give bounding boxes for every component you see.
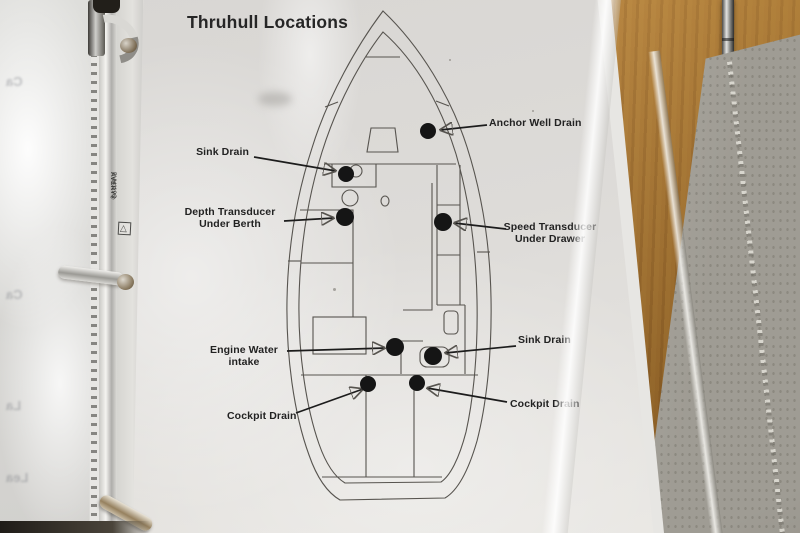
cockpit-drain-starboard-dot	[409, 375, 425, 391]
toilet	[341, 189, 359, 207]
anchor-well-drain-dot	[420, 123, 436, 139]
page-title: Thruhull Locations	[187, 12, 349, 32]
port-settee	[300, 209, 354, 317]
engine-water-intake-arrow	[286, 348, 385, 351]
sleeve-stitch-line	[91, 0, 97, 533]
anchor-well-drain-label: Anchor Well Drain	[489, 117, 582, 129]
sink-drain-aft-dot	[424, 347, 442, 365]
sleeve-binding-strip	[99, 0, 117, 533]
depth-transducer-arrow	[283, 218, 334, 221]
cabin-trunk-edge	[403, 183, 433, 311]
deck-tick	[324, 101, 339, 108]
engine-water-intake-dot	[386, 338, 404, 356]
hull-outline	[286, 10, 492, 501]
small-fitting	[380, 195, 390, 207]
speed-transducer-label: Speed Transducer Under Drawer	[503, 221, 597, 246]
paper-speck	[532, 110, 534, 112]
bottom-shadow	[0, 521, 150, 533]
sink-drain-forward-arrow	[253, 156, 336, 171]
galley-icebox	[443, 310, 459, 335]
sink-drain-aft-arrow	[445, 346, 517, 353]
engine-box	[312, 316, 367, 355]
deck-inner-line	[298, 31, 478, 484]
cockpit-drain-port-arrow	[295, 389, 363, 414]
thruhull-markers	[253, 123, 517, 414]
paper-smudge	[258, 92, 292, 106]
engine-water-intake-label: Engine Water intake	[210, 344, 278, 369]
speed-transducer-dot	[434, 213, 452, 231]
sink-drain-forward-dot	[338, 166, 354, 182]
paper-speck	[333, 288, 336, 291]
depth-transducer-label: Depth Transducer Under Berth	[184, 206, 276, 231]
cockpit-drain-port-dot	[360, 376, 376, 392]
binder-ring-post	[88, 0, 105, 56]
forward-hatch	[366, 127, 399, 153]
anchor-well-drain-arrow	[440, 125, 488, 130]
speed-transducer-arrow	[454, 223, 507, 229]
paper-speck	[449, 59, 451, 61]
binder-mechanism-shadow	[93, 0, 120, 13]
sink-drain-forward-label: Sink Drain	[196, 146, 249, 158]
cockpit-drain-starboard-arrow	[427, 388, 508, 403]
deck-tick	[435, 100, 450, 107]
depth-transducer-dot	[336, 208, 354, 226]
binder-ring-top-nub	[120, 38, 137, 53]
binder-ring-middle-nub	[117, 274, 134, 290]
cockpit-drain-port-label: Cockpit Drain	[227, 410, 297, 422]
